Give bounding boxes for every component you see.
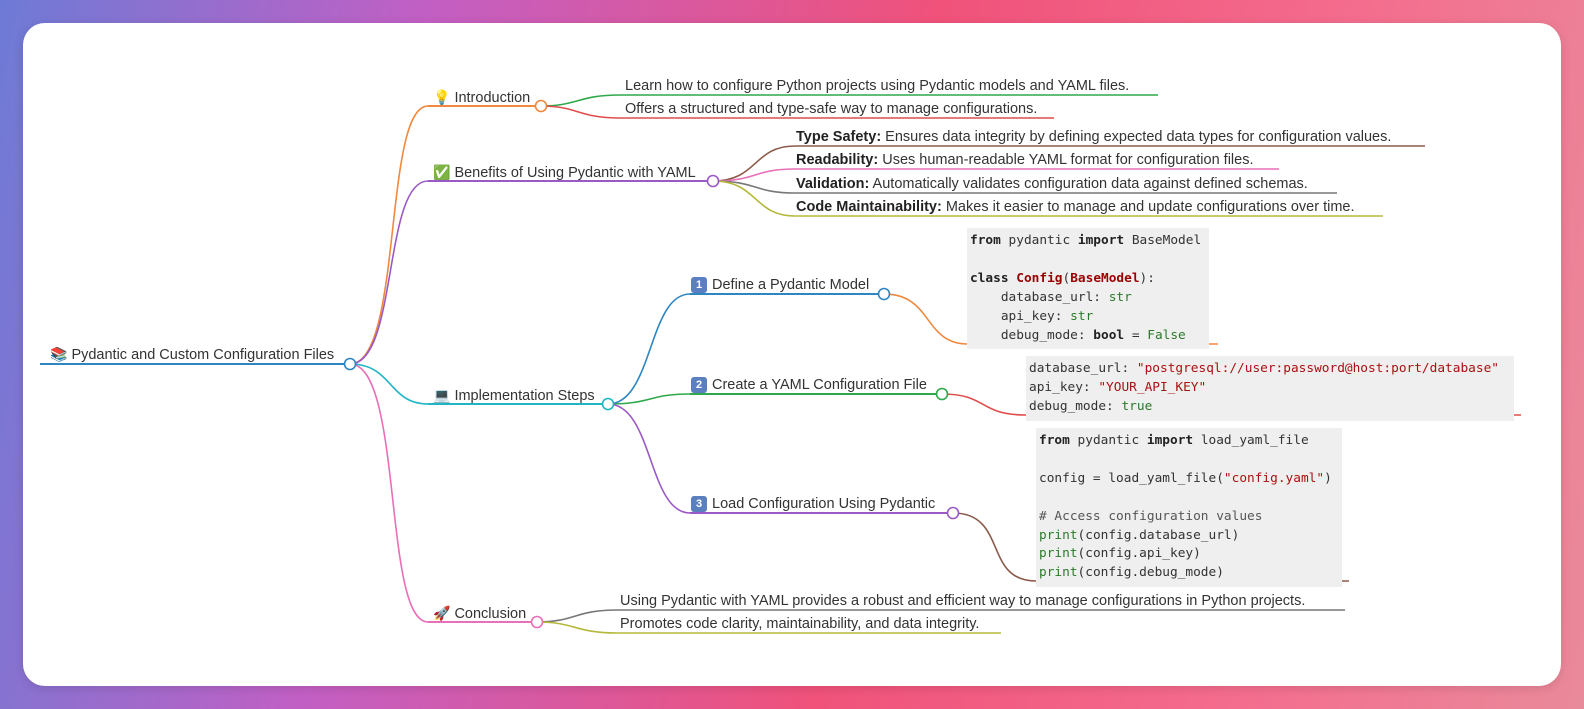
number-one-icon: 1: [691, 277, 707, 293]
code-line: database_url: str: [970, 289, 1132, 305]
benefit-title: Readability:: [796, 152, 879, 168]
rocket-icon: 🚀: [433, 605, 451, 621]
code-line: [1039, 451, 1339, 470]
implementation-label: Implementation Steps: [454, 388, 595, 404]
code-block-load-config[interactable]: from pydantic import load_yaml_file conf…: [1036, 428, 1342, 588]
implementation-node[interactable]: 💻Implementation Steps: [433, 386, 595, 405]
benefit-text: Makes it easier to manage and update con…: [941, 199, 1355, 215]
benefit-item-validation[interactable]: Validation: Automatically validates conf…: [796, 175, 1308, 193]
benefit-item-code-maintainability[interactable]: Code Maintainability: Makes it easier to…: [796, 198, 1355, 216]
step-1-node[interactable]: 1 Define a Pydantic Model: [691, 276, 869, 294]
code-line: config = load_yaml_file("config.yaml"): [1039, 470, 1332, 486]
conclusion-node[interactable]: 🚀Conclusion: [433, 604, 526, 623]
code-token: import: [1146, 433, 1194, 448]
introduction-item[interactable]: Offers a structured and type-safe way to…: [625, 101, 1038, 117]
benefit-title: Validation:: [796, 176, 870, 192]
code-block-pydantic-model[interactable]: from pydantic import BaseModel class Con…: [967, 228, 1209, 350]
code-token: Config: [1016, 270, 1063, 286]
benefit-item-readability[interactable]: Readability: Uses human-readable YAML fo…: [796, 151, 1254, 169]
conclusion-item[interactable]: Promotes code clarity, maintainability, …: [620, 616, 980, 632]
code-token: "config.yaml": [1223, 470, 1325, 486]
introduction-item[interactable]: Learn how to configure Python projects u…: [625, 78, 1130, 94]
benefit-title: Code Maintainability:: [796, 199, 942, 215]
code-line: print(config.database_url): [1039, 527, 1240, 543]
code-token: class: [970, 270, 1009, 286]
benefit-text: Ensures data integrity by defining expec…: [881, 129, 1392, 145]
code-token: from: [970, 233, 1001, 248]
introduction-label: Introduction: [454, 90, 531, 106]
code-token: str: [1108, 289, 1132, 305]
benefit-item-type-safety[interactable]: Type Safety: Ensures data integrity by d…: [796, 128, 1391, 146]
number-two-icon: 2: [691, 377, 707, 393]
code-token: print: [1039, 565, 1078, 581]
conclusion-label: Conclusion: [454, 606, 527, 622]
code-line: api_key: "YOUR_API_KEY": [1029, 379, 1207, 395]
code-line: database_url: "postgresql://user:passwor…: [1029, 361, 1499, 376]
code-token: bool: [1093, 327, 1125, 343]
code-line: debug_mode: bool = False: [970, 327, 1186, 343]
benefit-title: Type Safety:: [796, 129, 882, 145]
mindmap-canvas: 📚Pydantic and Custom Configuration Files…: [23, 23, 1561, 686]
code-block-yaml-config[interactable]: database_url: "postgresql://user:passwor…: [1026, 356, 1514, 421]
code-token: "postgresql://user:password@host:port/da…: [1136, 361, 1499, 376]
code-token: true: [1121, 398, 1153, 414]
code-line: class Config(BaseModel):: [970, 270, 1155, 286]
introduction-node[interactable]: 💡Introduction: [433, 88, 530, 107]
laptop-icon: 💻: [433, 387, 451, 403]
code-token: import: [1077, 233, 1125, 248]
code-line: api_key: str: [970, 308, 1094, 324]
check-mark-icon: ✅: [433, 164, 451, 180]
code-line: from pydantic import BaseModel: [970, 233, 1202, 248]
code-token: from: [1039, 433, 1070, 448]
code-line: [1039, 489, 1339, 508]
step-3-node[interactable]: 3 Load Configuration Using Pydantic: [691, 495, 935, 513]
mindmap-connectors: [40, 94, 1521, 634]
code-line: # Access configuration values: [1039, 508, 1339, 527]
benefits-node[interactable]: ✅Benefits of Using Pydantic with YAML: [433, 163, 696, 182]
code-line: from pydantic import load_yaml_file: [1039, 433, 1309, 448]
code-token: # Access configuration values: [1039, 508, 1263, 524]
number-three-icon: 3: [691, 496, 707, 512]
code-token: False: [1147, 327, 1186, 343]
code-line: [970, 251, 1206, 270]
benefit-text: Uses human-readable YAML format for conf…: [878, 152, 1254, 168]
code-token: print: [1039, 546, 1078, 562]
code-token: BaseModel: [1070, 270, 1140, 286]
code-token: str: [1070, 308, 1094, 324]
benefits-label: Benefits of Using Pydantic with YAML: [454, 165, 696, 181]
code-token: print: [1039, 527, 1078, 543]
step-2-node[interactable]: 2 Create a YAML Configuration File: [691, 376, 927, 394]
code-line: print(config.api_key): [1039, 546, 1201, 562]
code-token: "YOUR_API_KEY": [1098, 379, 1207, 395]
step-label: Define a Pydantic Model: [712, 277, 870, 293]
step-label: Load Configuration Using Pydantic: [712, 496, 936, 512]
root-label: Pydantic and Custom Configuration Files: [71, 347, 335, 363]
benefit-text: Automatically validates configuration da…: [869, 176, 1308, 192]
conclusion-item[interactable]: Using Pydantic with YAML provides a robu…: [620, 593, 1306, 609]
code-line: print(config.debug_mode): [1039, 565, 1224, 581]
lightbulb-icon: 💡: [433, 89, 451, 105]
step-label: Create a YAML Configuration File: [712, 377, 927, 393]
books-icon: 📚: [50, 346, 68, 362]
code-line: debug_mode: true: [1029, 398, 1153, 414]
root-node[interactable]: 📚Pydantic and Custom Configuration Files: [50, 345, 334, 364]
